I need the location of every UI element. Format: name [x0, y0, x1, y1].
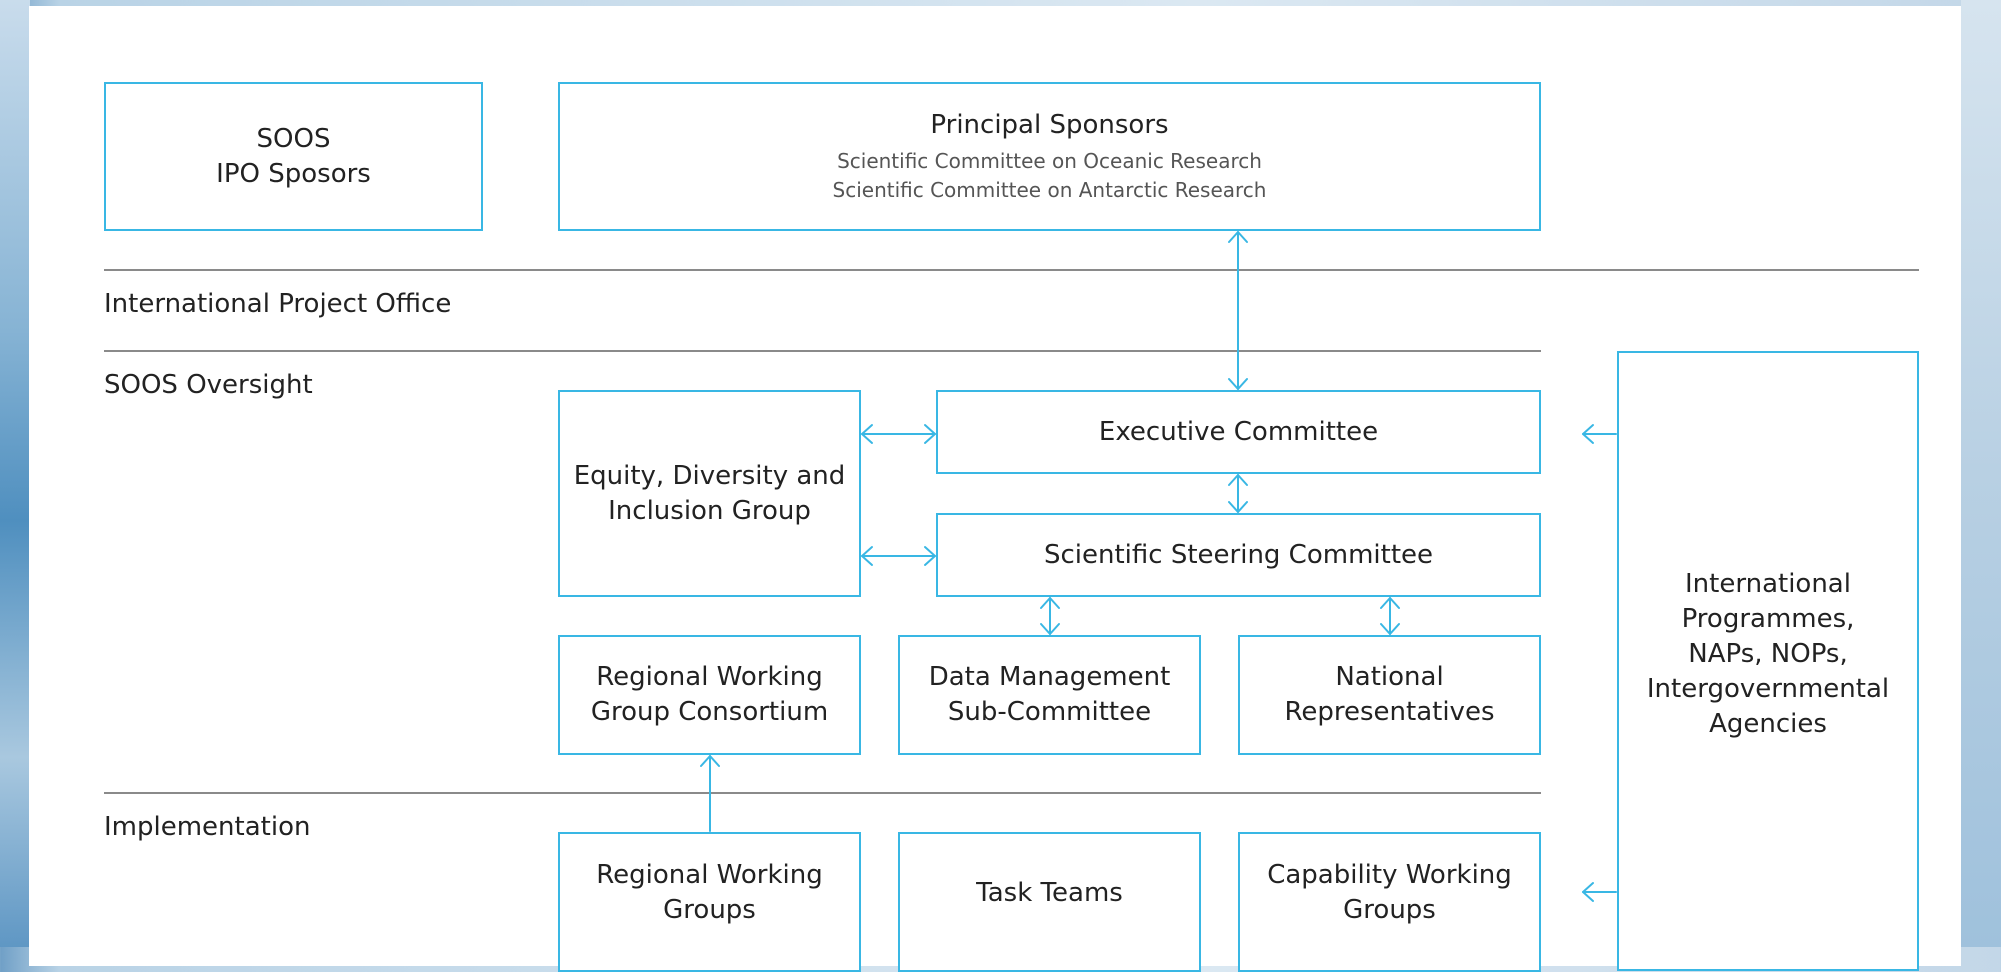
box-line: NAPs, NOPs,	[1688, 639, 1848, 669]
section-label-implementation: Implementation	[104, 812, 311, 842]
box-line: Task Teams	[976, 878, 1123, 908]
principal-sponsor-scor: Scientific Committee on Oceanic Research	[837, 149, 1262, 173]
box-line: Data Management	[928, 662, 1171, 692]
box-line: Executive Committee	[1098, 416, 1379, 447]
arrow-intl-capability	[1582, 882, 1617, 902]
box-line: Equity, Diversity and	[573, 460, 846, 491]
section-label-ipo: International Project Office	[104, 289, 452, 319]
box-line: IPO Sposors	[216, 158, 371, 189]
box-ipo-sponsors: SOOS IPO Sposors	[104, 82, 483, 231]
box-line: Group Consortium	[590, 697, 829, 727]
divider-oversight	[104, 792, 1541, 794]
box-line: Intergovernmental	[1646, 674, 1890, 704]
box-line: Capability Working	[1267, 860, 1512, 890]
arrow-executive-ssc	[1228, 474, 1248, 513]
box-data-management: Data Management Sub-Committee	[898, 635, 1201, 755]
box-international-programmes: International Programmes, NAPs, NOPs, In…	[1617, 351, 1919, 971]
box-line: Sub-Committee	[947, 697, 1152, 727]
principal-sponsor-scar: Scientific Committee on Antarctic Resear…	[832, 178, 1267, 202]
box-line: Agencies	[1709, 709, 1827, 739]
box-line: Groups	[663, 895, 756, 925]
box-line: Scientific Steering Committee	[1043, 539, 1434, 570]
arrow-sponsors-executive	[1228, 231, 1248, 390]
box-line: National	[1335, 662, 1444, 692]
arrow-ssc-national-reps	[1380, 597, 1400, 635]
box-edi-group: Equity, Diversity and Inclusion Group	[558, 390, 861, 597]
background-left-image	[0, 0, 30, 947]
box-line: Programmes,	[1681, 604, 1855, 634]
arrow-ssc-data-management	[1040, 597, 1060, 635]
box-executive-committee: Executive Committee	[936, 390, 1541, 474]
principal-sponsors-title: Principal Sponsors	[930, 110, 1169, 140]
box-line: International	[1685, 569, 1851, 599]
background-right-image	[1961, 0, 2001, 947]
arrow-intl-executive	[1582, 424, 1617, 444]
connector-arrows	[700, 231, 1617, 902]
box-scientific-steering-committee: Scientific Steering Committee	[936, 513, 1541, 597]
box-principal-sponsors: Principal Sponsors Scientific Committee …	[558, 82, 1541, 231]
arrow-edi-ssc	[861, 546, 936, 566]
divider-top	[104, 269, 1919, 271]
box-line: Representatives	[1284, 697, 1495, 727]
box-line: Groups	[1343, 895, 1436, 925]
section-label-oversight: SOOS Oversight	[104, 370, 313, 400]
arrow-edi-executive	[861, 424, 936, 444]
box-line: SOOS	[256, 123, 331, 154]
box-line: Regional Working	[596, 662, 823, 692]
box-rwg-consortium: Regional Working Group Consortium	[558, 635, 861, 755]
box-national-representatives: National Representatives	[1238, 635, 1541, 755]
box-line: Regional Working	[596, 860, 823, 890]
arrow-rwg-consortium	[700, 755, 720, 832]
box-line: Inclusion Group	[608, 495, 811, 526]
divider-ipo	[104, 350, 1541, 352]
